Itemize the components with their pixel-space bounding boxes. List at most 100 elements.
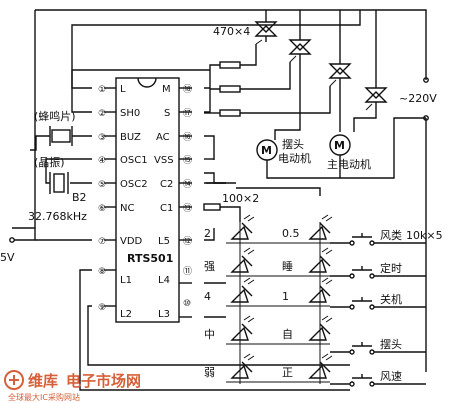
svg-text:L4: L4 [158, 275, 170, 286]
crystal-label: (晶振) [34, 155, 65, 169]
led-label-0-1: 0.5 [282, 227, 300, 240]
resistor-array-label: 470×4 [213, 25, 250, 38]
led-3-1 [308, 315, 333, 341]
watermark-logo: 维库 电子市场网 全球最大IC采购网站 [4, 370, 141, 402]
buzzer-label: (蜂鸣片) [34, 109, 76, 123]
svg-text:C2: C2 [160, 179, 173, 190]
led-2-0 [230, 277, 255, 303]
svg-text:⑬: ⑬ [183, 203, 192, 214]
led-label-3-0: 中 [204, 328, 215, 341]
svg-text:OSC1: OSC1 [120, 155, 148, 166]
key-switch-3 [330, 342, 426, 355]
led-0-0 [230, 214, 255, 240]
mid-resistor-label: 100×2 [222, 192, 259, 205]
svg-text:维库: 维库 [28, 372, 58, 390]
svg-text:OSC2: OSC2 [120, 179, 148, 190]
key-label-3: 摆头 [380, 337, 402, 351]
swing-motor-label-1: 摆头 [282, 137, 304, 151]
svg-text:⑤: ⑤ [98, 180, 106, 190]
gate-resistor-3 [219, 109, 241, 117]
svg-text:⑨: ⑨ [98, 303, 106, 313]
svg-text:②: ② [98, 109, 106, 119]
crystal-frequency: 32.768kHz [28, 210, 87, 223]
crystal [45, 158, 92, 194]
svg-text:⑧: ⑧ [98, 267, 106, 277]
ic-name: RTS501 [127, 252, 173, 265]
led-2-1 [308, 277, 333, 303]
svg-text:电子市场网: 电子市场网 [66, 372, 141, 390]
led-label-1-0: 强 [204, 260, 215, 273]
led-label-0-0: 2 [204, 227, 211, 240]
led-4-1 [308, 353, 333, 379]
led-1-1 [308, 247, 333, 273]
led-4-0 [230, 353, 255, 379]
triac-1 [254, 10, 278, 45]
led-matrix: 2 0.5 强 睡 4 1 中 自弱 正 [204, 214, 333, 384]
svg-text:⑩: ⑩ [183, 299, 191, 309]
svg-text:⑰: ⑰ [183, 108, 192, 119]
svg-text:BUZ: BUZ [120, 132, 141, 143]
led-label-3-1: 自 [282, 328, 293, 341]
key-label-0: 风类 [380, 228, 402, 242]
gate-resistor-2 [219, 85, 241, 93]
swing-motor-label-2: 电动机 [278, 151, 311, 165]
led-label-4-0: 弱 [204, 366, 215, 379]
buzzer [30, 126, 92, 151]
key-switch-4 [330, 374, 426, 387]
key-label-4: 风速 [380, 370, 402, 383]
svg-text:L5: L5 [158, 236, 170, 247]
svg-text:SH0: SH0 [120, 108, 140, 119]
svg-text:①: ① [98, 85, 106, 95]
svg-text:M: M [334, 139, 345, 152]
svg-text:⑮: ⑮ [183, 155, 192, 166]
key-switch-2 [330, 297, 426, 310]
svg-text:M: M [261, 144, 272, 157]
svg-text:⑯: ⑯ [183, 132, 192, 143]
svg-text:M: M [162, 84, 171, 95]
led-label-1-1: 睡 [282, 260, 293, 273]
svg-text:③: ③ [98, 133, 106, 143]
ac-live-rail [35, 9, 427, 80]
svg-text:⑥: ⑥ [98, 204, 106, 214]
key-resistor-label: 10k×5 [406, 229, 443, 242]
triac-3 [328, 10, 352, 87]
led-label-2-1: 1 [282, 290, 289, 303]
ic-body [115, 77, 180, 323]
led-1-0 [230, 247, 255, 273]
ic-left-pins: ① ② ③ ④ ⑤ ⑥ ⑦ ⑧ ⑨ L SH0 BUZ OSC1 OSC2 NC… [98, 84, 148, 320]
svg-text:④: ④ [98, 156, 106, 166]
key-switch-0 [330, 233, 426, 246]
main-motor: M [329, 134, 351, 156]
key-switch-1 [330, 266, 426, 279]
svg-text:VSS: VSS [154, 155, 174, 166]
led-label-2-0: 4 [204, 290, 211, 303]
svg-text:L1: L1 [120, 275, 132, 286]
ic-right-pins: ⑱ ⑰ ⑯ ⑮ ⑭ ⑬ ⑫ ⑪ ⑩ M S AC VSS C2 C1 L5 L4… [154, 84, 192, 320]
left-supply-rail [12, 10, 36, 229]
svg-text:L: L [120, 84, 126, 95]
svg-text:C1: C1 [160, 203, 173, 214]
key-label-1: 定时 [380, 261, 402, 275]
led-label-4-1: 正 [282, 366, 293, 379]
svg-text:⑭: ⑭ [183, 179, 192, 190]
svg-text:全球最大IC采购网站: 全球最大IC采购网站 [8, 392, 80, 402]
ac-supply-label: ~220V [399, 92, 437, 105]
crystal-ref: B2 [72, 191, 87, 204]
swing-motor: M [256, 139, 278, 161]
key-label-2: 关机 [380, 292, 402, 306]
svg-text:L3: L3 [158, 309, 170, 320]
gate-resistor-1 [219, 61, 241, 69]
svg-text:L2: L2 [120, 309, 132, 320]
svg-text:⑪: ⑪ [183, 266, 192, 277]
svg-text:VDD: VDD [120, 236, 143, 247]
led-0-1 [308, 214, 333, 240]
triac-4 [364, 10, 388, 111]
main-motor-label: 主电动机 [327, 157, 371, 171]
svg-text:⑱: ⑱ [183, 84, 192, 95]
svg-text:AC: AC [156, 132, 170, 143]
dc-supply-label: 5V [0, 251, 15, 264]
svg-text:NC: NC [120, 203, 134, 214]
